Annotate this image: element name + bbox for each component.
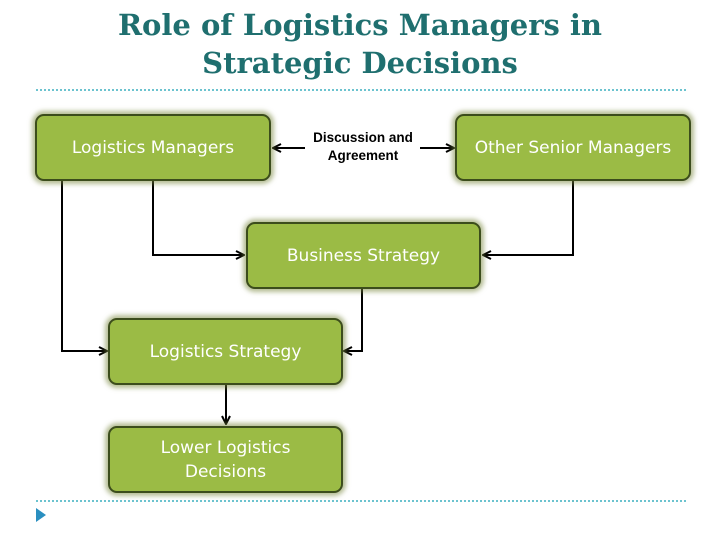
edge-logistics-managers-to-business-strategy [152,181,244,255]
slide-title: Role of Logistics Managers in Strategic … [0,6,720,82]
node-business-strategy: Business Strategy [246,222,481,289]
node-logistics-strategy-label: Logistics Strategy [149,341,302,362]
node-other-senior-managers-label: Other Senior Managers [474,137,672,158]
node-lower-decisions-line-2: Decisions [184,461,267,482]
node-logistics-managers-label: Logistics Managers [71,137,235,158]
top-divider [36,89,686,91]
discussion-agreement-line-1: Discussion and [313,130,413,145]
bottom-divider [36,500,686,502]
slide-title-line-1: Role of Logistics Managers in [117,8,603,42]
triangle-bullet-icon [36,508,46,522]
node-business-strategy-label: Business Strategy [286,245,441,266]
node-other-senior-managers: Other Senior Managers [455,114,691,181]
discussion-agreement-line-2: Agreement [327,148,399,163]
edge-business-strategy-to-logistics-strategy [344,289,363,351]
edge-other-senior-managers-to-business-strategy [483,181,574,255]
node-logistics-strategy: Logistics Strategy [108,318,343,385]
node-lower-decisions-line-1: Lower Logistics [160,437,291,458]
edge-logistics-managers-to-logistics-strategy [61,181,107,351]
slide-title-line-2: Strategic Decisions [202,46,518,80]
node-lower-logistics-decisions: Lower Logistics Decisions [108,426,343,493]
node-logistics-managers: Logistics Managers [35,114,271,181]
discussion-agreement-label: Discussion and Agreement [298,129,428,165]
